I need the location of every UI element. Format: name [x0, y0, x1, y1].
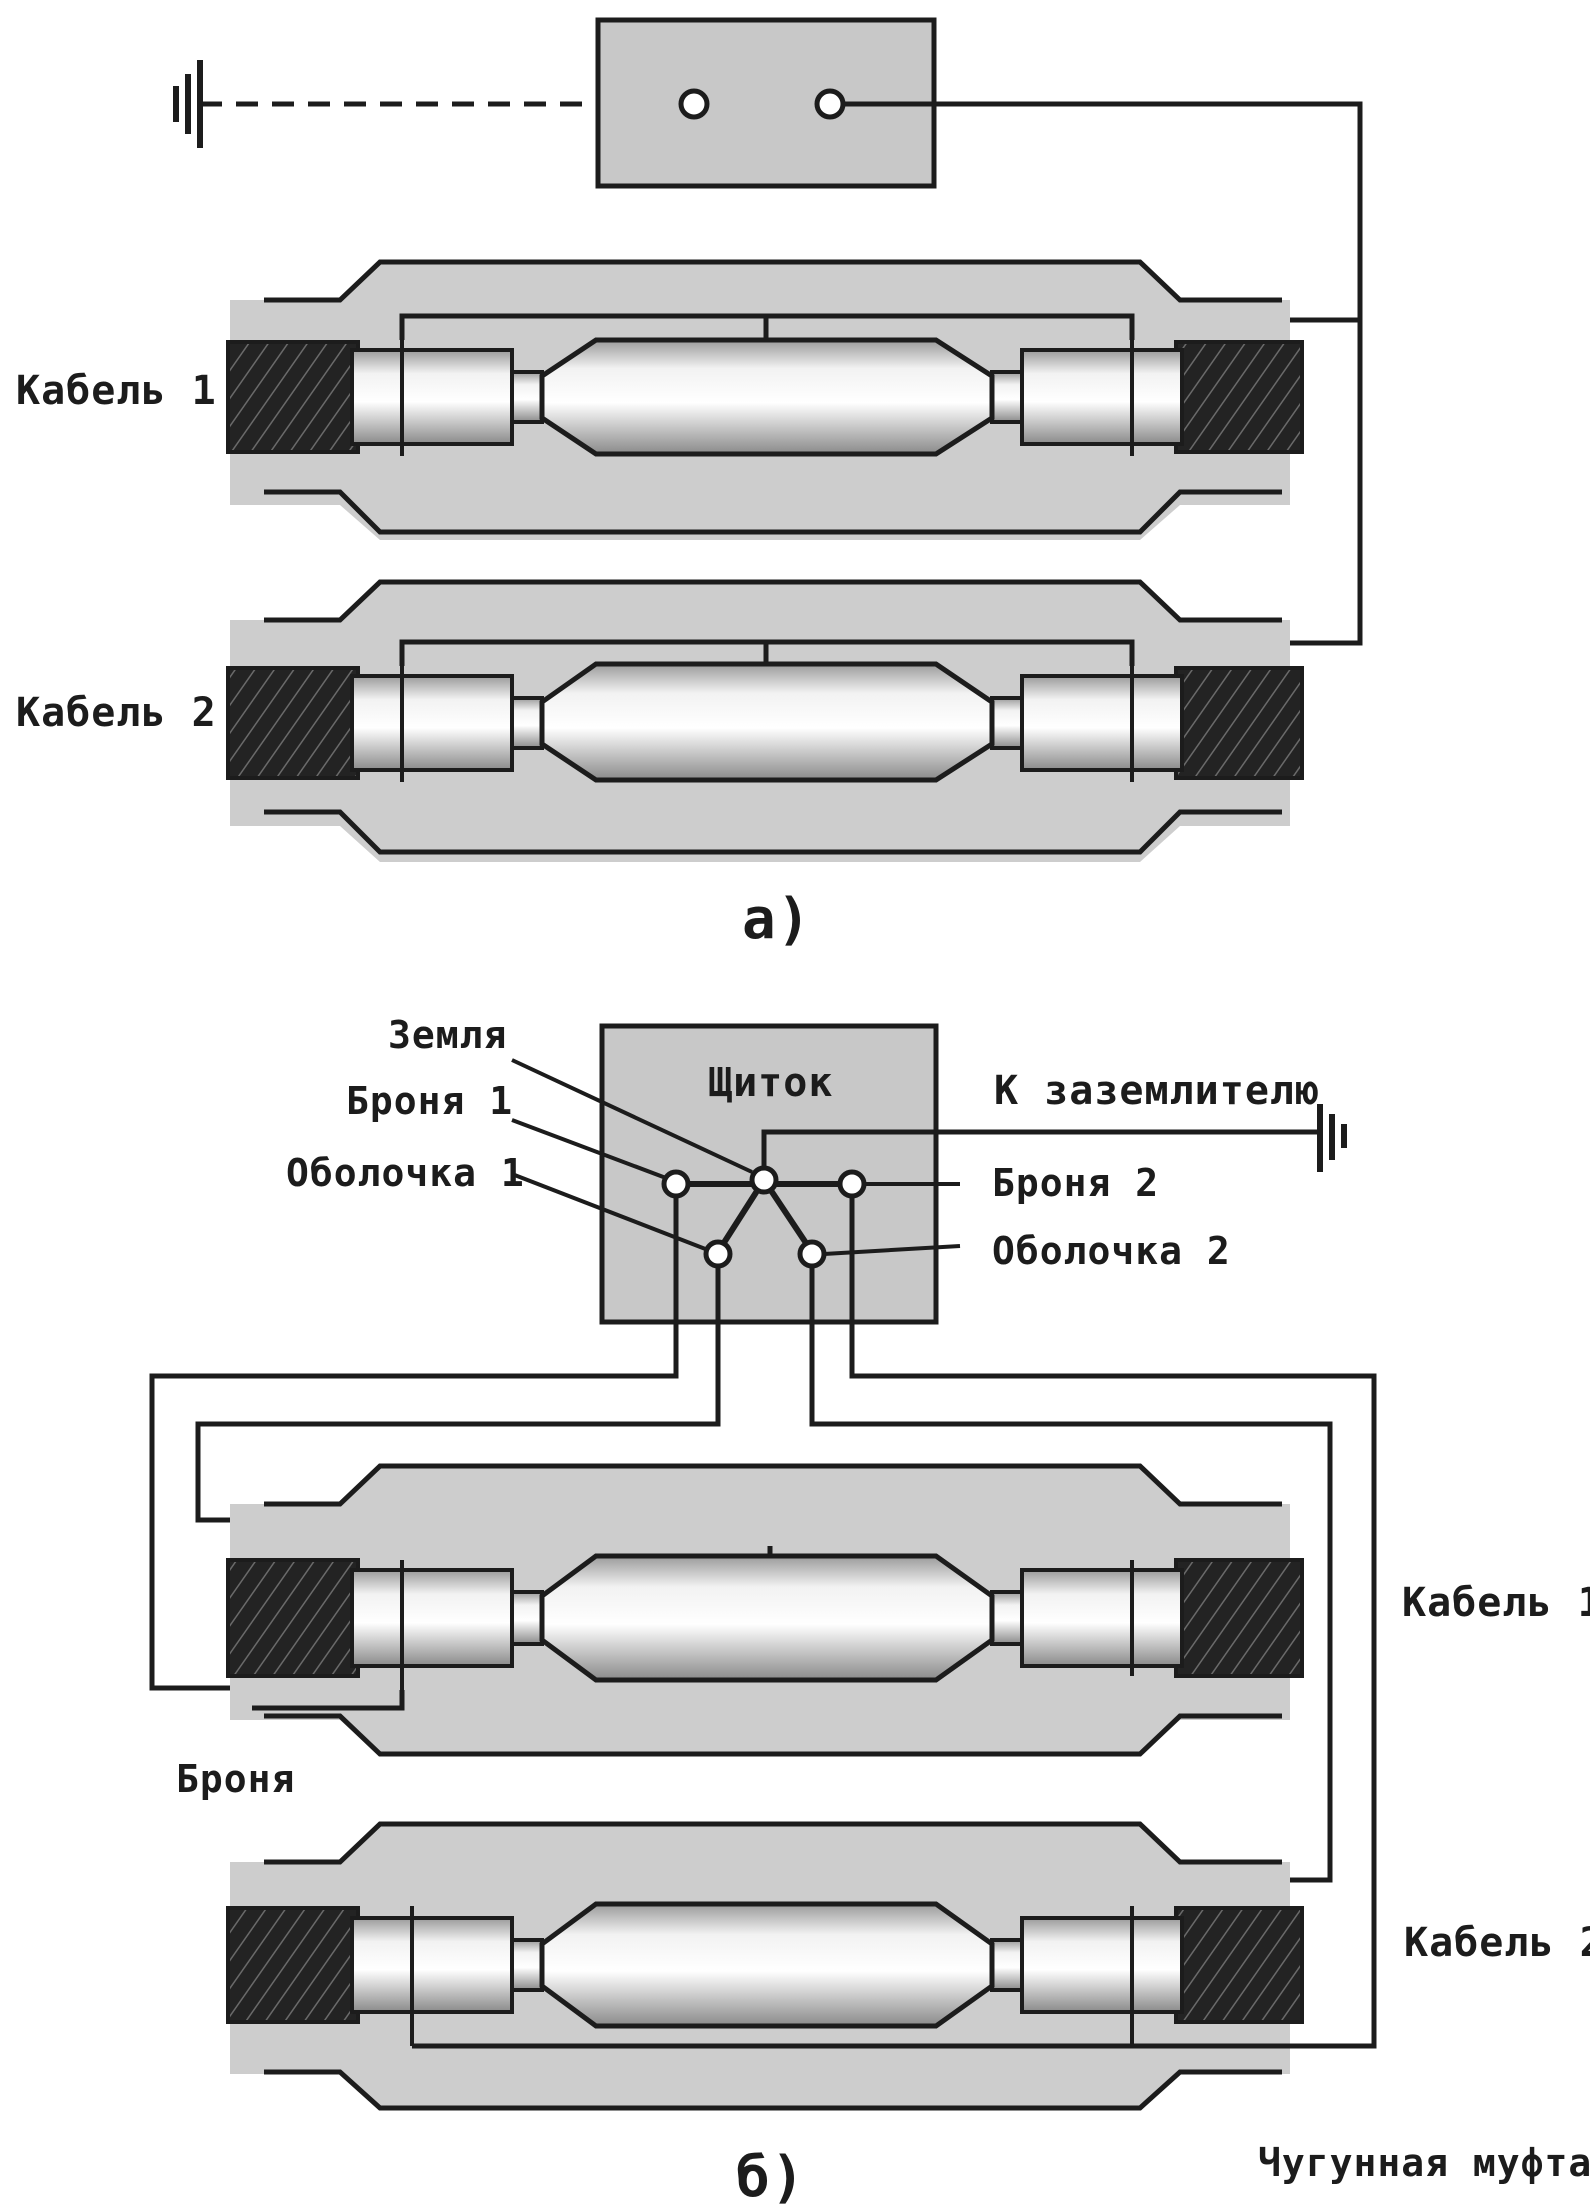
label-a-cable2: Кабель 2 [16, 690, 217, 736]
label-armor2: Броня 2 [992, 1161, 1159, 1205]
ground-icon-b [1317, 1104, 1347, 1172]
label-to-grounder: К заземлителю [994, 1068, 1320, 1114]
terminal-a-right [814, 88, 846, 120]
terminal-sheath1 [703, 1239, 733, 1269]
label-sheath2: Оболочка 2 [992, 1229, 1231, 1273]
terminal-armor2 [837, 1169, 867, 1199]
cable-b2 [226, 1901, 1304, 2049]
label-armor1: Броня 1 [346, 1079, 513, 1123]
label-panel: Щиток [708, 1060, 833, 1106]
figure-a: Кабель 1 Кабель 2 а) [16, 17, 1363, 952]
terminal-sheath2 [797, 1239, 827, 1269]
cable-a1 [226, 313, 1304, 457]
terminal-armor1 [661, 1169, 691, 1199]
label-ground: Земля [388, 1013, 507, 1057]
caption-a: а) [742, 887, 811, 952]
label-b-cable2: Кабель 2 [1404, 1920, 1590, 1966]
label-b-cable1: Кабель 1 [1402, 1580, 1590, 1626]
cable-b1 [226, 1546, 1304, 1711]
label-cast-iron-sleeve: Чугунная муфта [1258, 2141, 1590, 2185]
label-armor: Броня [176, 1757, 295, 1801]
figure-b: Щиток К заземлителю Земля Броня 1 Оболоч… [149, 1013, 1590, 2210]
wire-to-grounder [761, 1129, 1320, 1178]
terminal-ground [749, 1165, 779, 1195]
label-sheath1: Оболочка 1 [286, 1151, 525, 1195]
label-a-cable1: Кабель 1 [16, 368, 217, 414]
terminal-a-left [678, 88, 710, 120]
caption-b: б) [736, 2145, 805, 2210]
ground-icon [173, 60, 203, 148]
cable-a2 [226, 639, 1304, 783]
